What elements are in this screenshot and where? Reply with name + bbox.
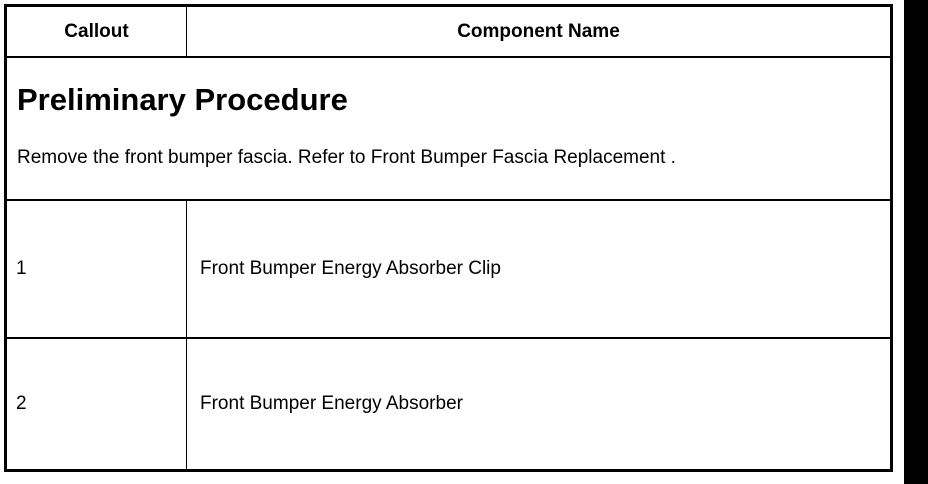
- component-name-column-header: Component Name: [457, 20, 620, 42]
- callout-column-header: Callout: [7, 7, 187, 56]
- component-table: Callout Component Name Preliminary Proce…: [4, 4, 893, 472]
- right-edge-bar: [904, 0, 928, 484]
- callout-cell: 1: [7, 201, 187, 337]
- table-row: 1 Front Bumper Energy Absorber Clip: [7, 201, 890, 339]
- table-row: 2 Front Bumper Energy Absorber: [7, 339, 890, 469]
- preliminary-procedure-text: Remove the front bumper fascia. Refer to…: [17, 147, 676, 168]
- preliminary-procedure-row: Preliminary Procedure Remove the front b…: [7, 58, 890, 201]
- component-name-cell: Front Bumper Energy Absorber Clip: [200, 258, 501, 279]
- table-header-row: Callout Component Name: [7, 7, 890, 58]
- preliminary-procedure-title: Preliminary Procedure: [17, 82, 348, 117]
- callout-cell: 2: [7, 339, 187, 469]
- component-name-cell: Front Bumper Energy Absorber: [200, 393, 463, 414]
